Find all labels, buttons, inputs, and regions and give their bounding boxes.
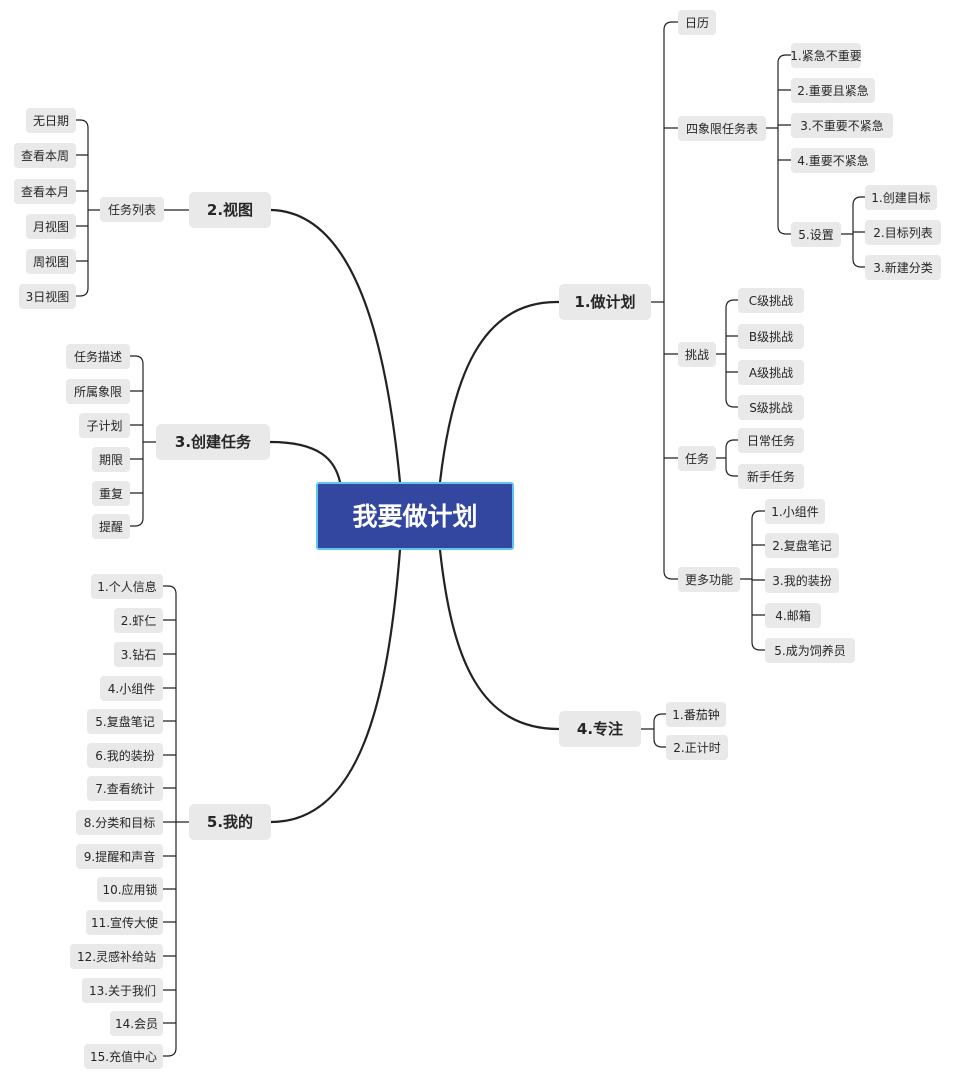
connector-root-view bbox=[269, 208, 402, 484]
mine-item[interactable]: 7.查看统计 bbox=[87, 776, 163, 801]
mine-item[interactable]: 3.钻石 bbox=[114, 642, 163, 667]
task-list-item[interactable]: 周视图 bbox=[26, 249, 76, 274]
mine-item[interactable]: 5.复盘笔记 bbox=[87, 709, 163, 734]
connector-more-spine bbox=[751, 510, 766, 651]
more-item[interactable]: 5.成为饲养员 bbox=[765, 638, 855, 663]
create-item[interactable]: 提醒 bbox=[92, 514, 130, 539]
task-list-item[interactable]: 无日期 bbox=[26, 108, 76, 133]
plan-calendar[interactable]: 日历 bbox=[678, 10, 716, 35]
mine-item[interactable]: 14.会员 bbox=[110, 1011, 163, 1036]
mine-item[interactable]: 9.提醒和声音 bbox=[76, 844, 163, 869]
mine-item[interactable]: 10.应用锁 bbox=[97, 877, 163, 902]
branch-focus[interactable]: 4.专注 bbox=[559, 711, 641, 747]
branch-create-task[interactable]: 3.创建任务 bbox=[156, 424, 270, 460]
connector-quadrant-spine bbox=[777, 54, 792, 235]
challenge-item[interactable]: S级挑战 bbox=[738, 395, 804, 420]
mine-item[interactable]: 15.充值中心 bbox=[84, 1044, 163, 1069]
view-task-list[interactable]: 任务列表 bbox=[100, 197, 164, 222]
create-item[interactable]: 重复 bbox=[92, 481, 130, 506]
mine-item[interactable]: 6.我的装扮 bbox=[87, 743, 163, 768]
mine-item[interactable]: 2.虾仁 bbox=[114, 608, 163, 633]
challenge-item[interactable]: C级挑战 bbox=[738, 288, 804, 313]
settings-item[interactable]: 2.目标列表 bbox=[865, 220, 941, 245]
task-list-item[interactable]: 查看本周 bbox=[14, 143, 76, 168]
mine-item[interactable]: 8.分类和目标 bbox=[76, 810, 163, 835]
task-list-item[interactable]: 查看本月 bbox=[14, 179, 76, 204]
more-item[interactable]: 4.邮箱 bbox=[765, 603, 821, 628]
mine-item[interactable]: 1.个人信息 bbox=[91, 574, 163, 599]
quadrant-settings[interactable]: 5.设置 bbox=[791, 222, 841, 247]
mine-item[interactable]: 12.灵感补给站 bbox=[70, 944, 163, 969]
create-item[interactable]: 所属象限 bbox=[66, 379, 130, 404]
mine-item[interactable]: 4.小组件 bbox=[100, 676, 163, 701]
focus-item[interactable]: 2.正计时 bbox=[666, 735, 728, 760]
task-list-item[interactable]: 3日视图 bbox=[19, 284, 76, 309]
connector-create-spine bbox=[129, 355, 144, 527]
connector-mine-spine bbox=[162, 585, 177, 1057]
connector-root-focus bbox=[438, 548, 561, 731]
focus-item[interactable]: 1.番茄钟 bbox=[666, 702, 726, 727]
settings-item[interactable]: 3.新建分类 bbox=[865, 255, 941, 280]
more-item[interactable]: 3.我的装扮 bbox=[765, 568, 839, 593]
plan-task[interactable]: 任务 bbox=[678, 446, 716, 471]
quadrant-item[interactable]: 2.重要且紧急 bbox=[791, 78, 875, 103]
connector-task-list-spine bbox=[75, 119, 89, 297]
connector-challenge-spine bbox=[725, 299, 739, 408]
mine-item[interactable]: 11.宣传大使 bbox=[86, 910, 163, 935]
connector-root-plan bbox=[438, 300, 561, 484]
branch-plan[interactable]: 1.做计划 bbox=[559, 284, 651, 320]
connector-task-spine bbox=[725, 439, 739, 477]
connector-settings-spine bbox=[852, 196, 866, 268]
connector-root-mine bbox=[269, 548, 402, 824]
more-item[interactable]: 1.小组件 bbox=[765, 499, 825, 524]
quadrant-item[interactable]: 3.不重要不紧急 bbox=[791, 113, 893, 138]
quadrant-item[interactable]: 1.紧急不重要 bbox=[790, 43, 862, 68]
branch-view[interactable]: 2.视图 bbox=[189, 192, 271, 228]
plan-challenge[interactable]: 挑战 bbox=[678, 342, 716, 367]
connector-root-create bbox=[268, 440, 342, 484]
connector-focus-spine bbox=[653, 713, 667, 748]
task-item[interactable]: 日常任务 bbox=[738, 428, 804, 453]
task-list-item[interactable]: 月视图 bbox=[26, 214, 76, 239]
challenge-item[interactable]: A级挑战 bbox=[738, 360, 804, 385]
settings-item[interactable]: 1.创建目标 bbox=[865, 185, 937, 210]
branch-mine[interactable]: 5.我的 bbox=[189, 804, 271, 840]
quadrant-item[interactable]: 4.重要不紧急 bbox=[791, 148, 875, 173]
mine-item[interactable]: 13.关于我们 bbox=[82, 978, 163, 1003]
plan-more[interactable]: 更多功能 bbox=[678, 567, 740, 592]
create-item[interactable]: 期限 bbox=[92, 447, 130, 472]
task-item[interactable]: 新手任务 bbox=[738, 464, 804, 489]
challenge-item[interactable]: B级挑战 bbox=[738, 324, 804, 349]
more-item[interactable]: 2.复盘笔记 bbox=[765, 533, 839, 558]
connector-plan-spine bbox=[663, 21, 679, 580]
root-topic[interactable]: 我要做计划 bbox=[316, 482, 514, 550]
plan-quadrant[interactable]: 四象限任务表 bbox=[678, 116, 766, 141]
create-item[interactable]: 任务描述 bbox=[66, 344, 130, 369]
create-item[interactable]: 子计划 bbox=[79, 413, 130, 438]
